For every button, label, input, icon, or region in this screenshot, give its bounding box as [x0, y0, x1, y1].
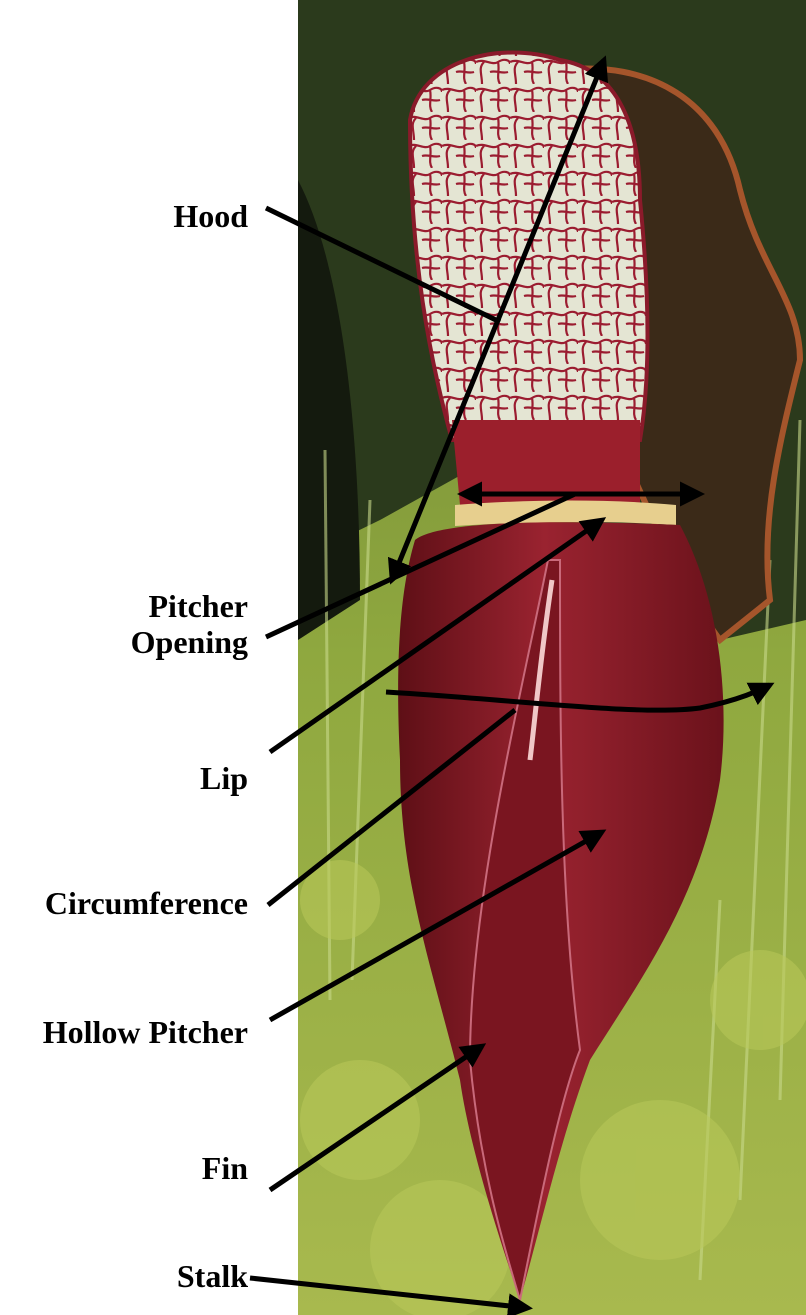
label-circumference: Circumference: [45, 885, 248, 921]
label-fin: Fin: [202, 1150, 248, 1186]
label-hood: Hood: [173, 198, 248, 234]
label-lip: Lip: [200, 760, 248, 796]
label-stalk: Stalk: [177, 1258, 248, 1294]
label-pitcher-opening-line1: Pitcher: [149, 588, 249, 624]
label-hollow-pitcher: Hollow Pitcher: [43, 1014, 248, 1050]
label-pitcher-opening-line2: Opening: [131, 624, 248, 660]
